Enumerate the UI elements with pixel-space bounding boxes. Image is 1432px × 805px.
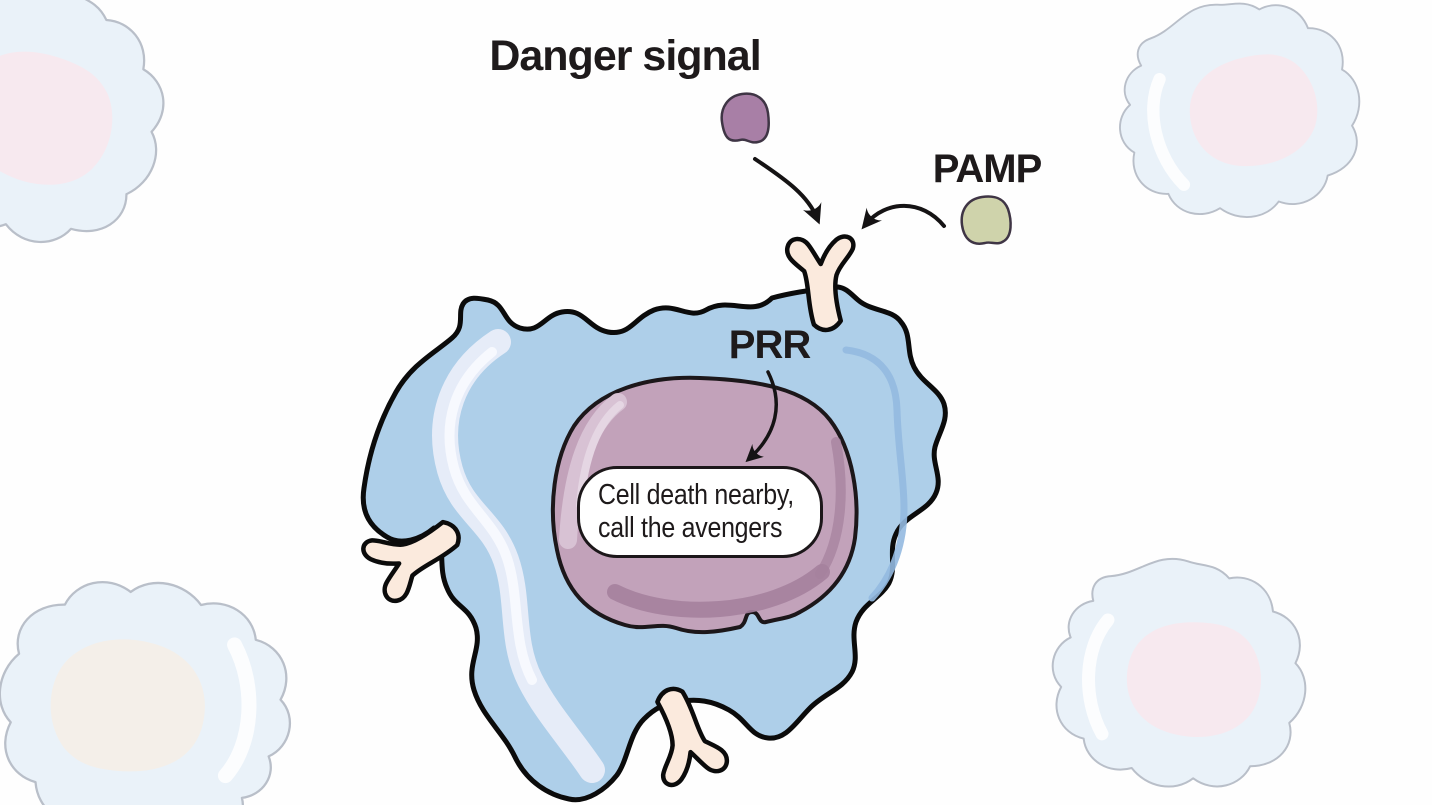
background-cell-bottom-right <box>1045 551 1314 796</box>
pamp-molecule <box>960 195 1012 245</box>
danger-signal-arrow <box>753 157 822 225</box>
bubble-line-2: call the avengers <box>598 512 783 544</box>
nucleus-shadow-right <box>815 437 846 579</box>
bubble-line-1: Cell death nearby, <box>598 479 794 511</box>
background-cell-top-left <box>0 0 201 275</box>
nucleus-shadow-bottom <box>607 564 830 618</box>
pamp-label: PAMP <box>932 147 1043 191</box>
cell-highlight-streak-core <box>444 347 537 685</box>
speech-bubble: Cell death nearby, call the avengers <box>577 466 823 558</box>
background-cell-bottom-left <box>0 570 301 805</box>
danger-signal-molecule <box>720 92 770 144</box>
prr-signal-arrow <box>745 370 778 463</box>
pamp-arrow <box>861 203 946 230</box>
background-cell-top-right <box>1098 0 1379 240</box>
prr-label: PRR <box>728 323 811 367</box>
cell-membrane-accent <box>842 346 908 602</box>
danger-signal-label: Danger signal <box>489 32 761 80</box>
